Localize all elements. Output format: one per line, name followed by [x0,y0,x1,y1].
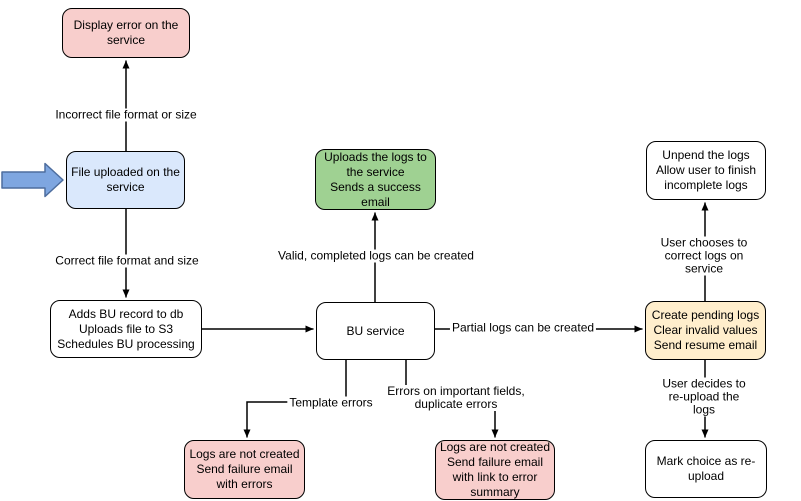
node-adds-bu-record: Adds BU record to db Uploads file to S3 … [50,300,202,358]
node-display-error: Display error on the service [62,8,190,58]
node-uploads-logs-success: Uploads the logs to the service Sends a … [315,149,436,210]
start-arrow-icon [1,162,64,198]
edge-label-partial-logs: Partial logs can be created [449,320,597,335]
edge-label-important-errors: Errors on important fields, duplicate er… [385,384,527,411]
node-unpend-logs: Unpend the logs Allow user to finish inc… [646,141,766,200]
edge-label-correct-format: Correct file format and size [53,253,201,268]
edge-label-valid-logs: Valid, completed logs can be created [276,248,476,263]
edge-label-template-errors: Template errors [287,395,375,410]
node-file-uploaded: File uploaded on the service [66,151,185,209]
edge-label-user-decides: User decides to re-upload the logs [655,377,753,417]
node-logs-not-created-errors: Logs are not created Send failure email … [184,440,305,499]
node-logs-not-created-summary: Logs are not created Send failure email … [435,440,555,500]
node-create-pending-logs: Create pending logs Clear invalid values… [645,301,766,360]
edge-label-user-chooses: User chooses to correct logs on service [655,236,753,276]
node-bu-service: BU service [316,302,435,360]
edge-label-incorrect-format: Incorrect file format or size [53,107,199,122]
node-mark-choice-reupload: Mark choice as re- upload [645,440,767,498]
